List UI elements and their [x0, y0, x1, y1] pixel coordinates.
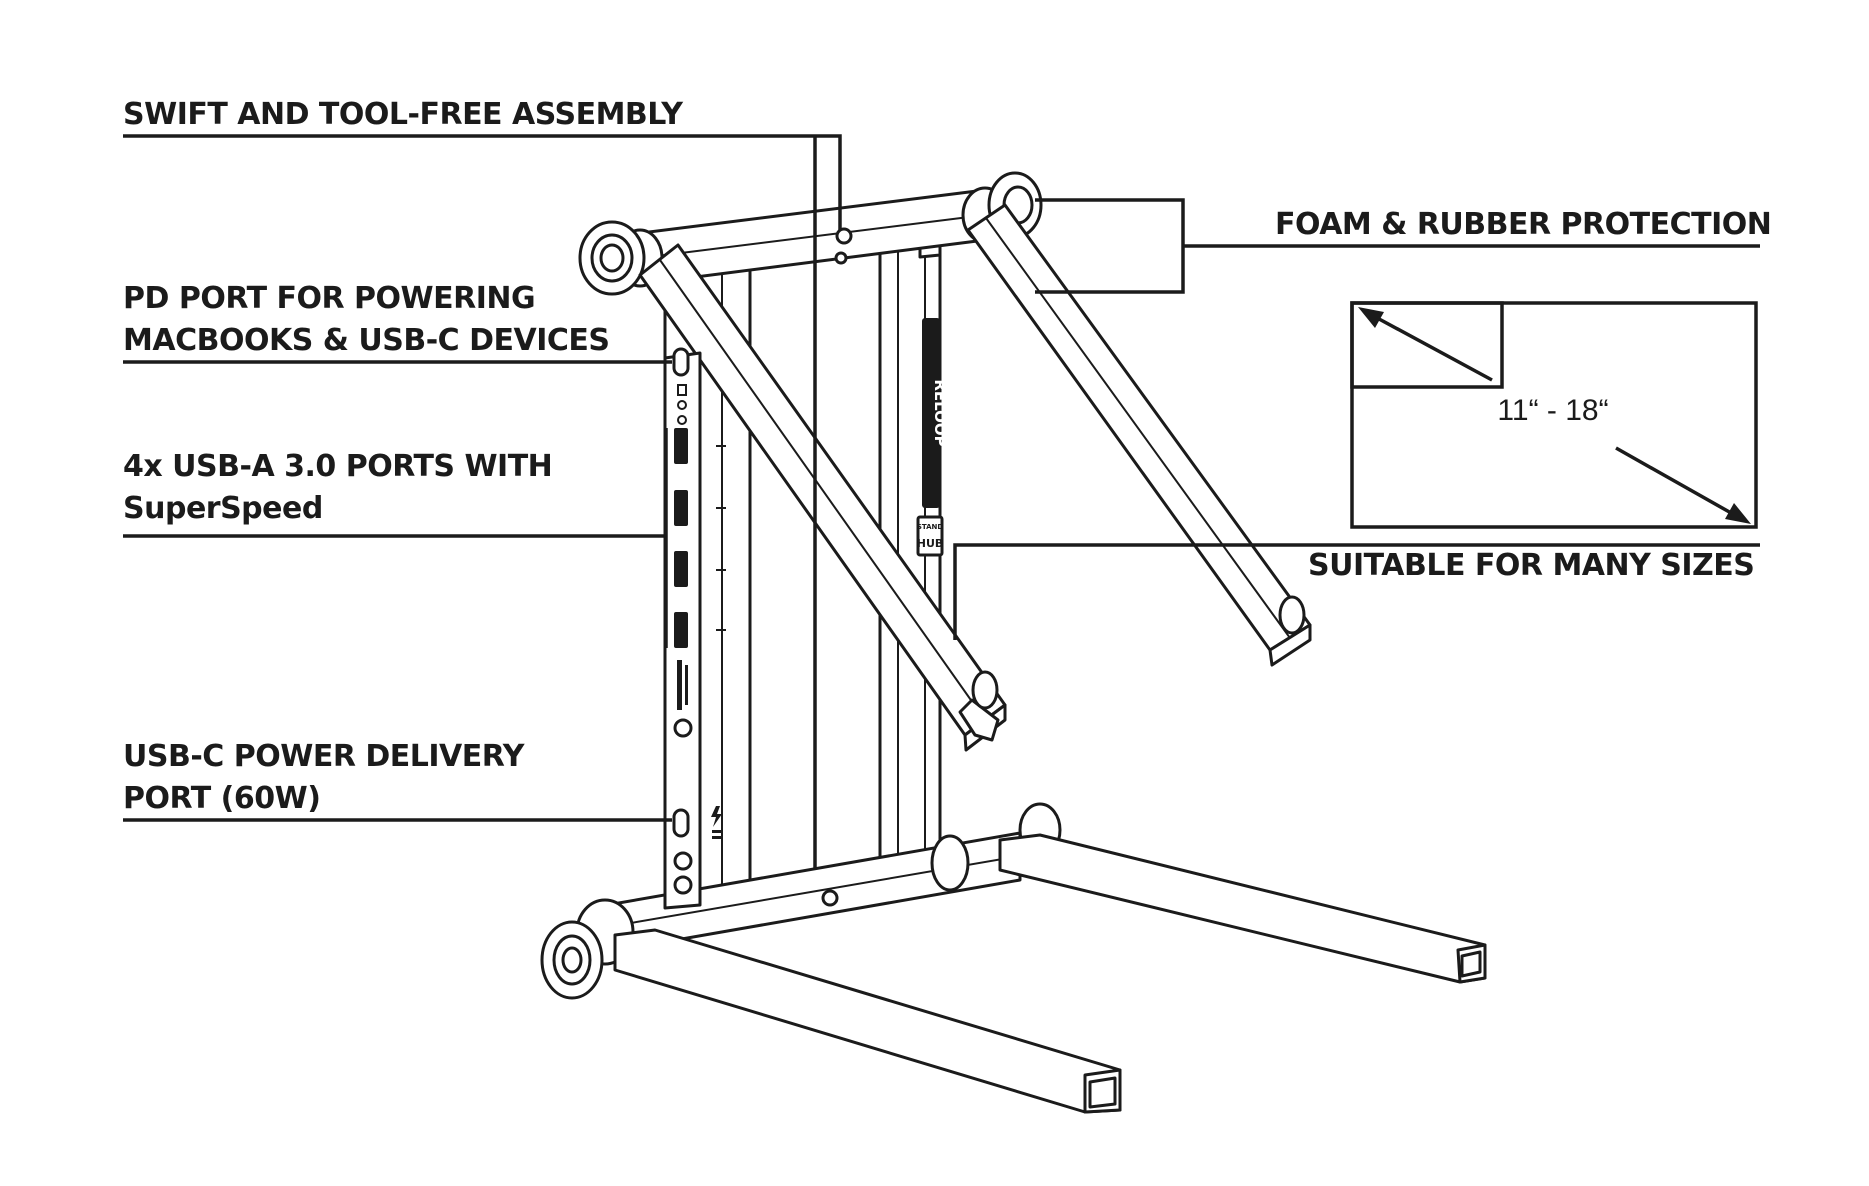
brand-logo-text: RELOOP: [931, 379, 949, 446]
callout-usb-c-pd: USB-C POWER DELIVERY PORT (60W): [123, 736, 524, 820]
callout-assembly-line1: SWIFT AND TOOL-FREE ASSEMBLY: [123, 97, 683, 132]
callout-usb-c-pd-line2: PORT (60W): [123, 781, 321, 816]
screw-icon: [673, 718, 693, 738]
callout-pd-port: PD PORT FOR POWERING MACBOOKS & USB-C DE…: [123, 278, 610, 362]
callout-pd-port-line1: PD PORT FOR POWERING: [123, 281, 536, 316]
leader-sizes: [953, 543, 1760, 640]
screw-icon: [673, 875, 693, 895]
usb-hub-panel: [663, 347, 726, 910]
callout-sizes: SUITABLE FOR MANY SIZES: [1308, 545, 1755, 587]
hub-badge-bottom: HUB: [917, 537, 944, 550]
usb-a-port-4: [674, 612, 688, 648]
pd-port-top: [672, 347, 690, 377]
callout-usb-c-pd-line1: USB-C POWER DELIVERY: [123, 739, 524, 774]
size-indicator: 11“ - 18“: [1350, 301, 1758, 529]
callout-assembly: SWIFT AND TOOL-FREE ASSEMBLY: [123, 94, 683, 136]
leader-lines: [123, 134, 1760, 868]
left-support-arm: [638, 243, 1007, 752]
usb-a-port-3: [674, 551, 688, 587]
callout-usb-a-line2: SuperSpeed: [123, 491, 323, 526]
rear-foot: [998, 833, 1487, 984]
screw-icon: [673, 851, 693, 871]
usb-a-port-2: [674, 490, 688, 526]
laptop-stand-illustration: RELOOP STAND HUB: [540, 171, 1487, 1114]
callout-usb-a-line1: 4x USB-A 3.0 PORTS WITH: [123, 449, 553, 484]
brand-logo: RELOOP: [922, 318, 949, 508]
front-foot: [613, 928, 1122, 1114]
callout-foam: FOAM & RUBBER PROTECTION: [1275, 204, 1772, 246]
usb-a-port-1: [674, 428, 688, 464]
callout-pd-port-line2: MACBOOKS & USB-C DEVICES: [123, 323, 610, 358]
hub-badge: STAND HUB: [916, 515, 944, 557]
usb-symbol-icon: [716, 445, 726, 631]
callout-usb-a: 4x USB-A 3.0 PORTS WITH SuperSpeed: [123, 446, 553, 530]
arrow-up-left-icon: [1358, 307, 1384, 328]
hub-badge-top: STAND: [917, 523, 944, 531]
lightning-icon: [711, 806, 722, 827]
arrow-down-right-icon: [1725, 503, 1751, 524]
callout-foam-line1: FOAM & RUBBER PROTECTION: [1275, 207, 1772, 242]
right-support-arm: [966, 203, 1312, 667]
usb-c-pd-port: [672, 808, 690, 838]
callout-sizes-line1: SUITABLE FOR MANY SIZES: [1308, 548, 1755, 583]
leader-assembly: [123, 134, 842, 230]
size-range-label: 11“ - 18“: [1497, 394, 1608, 427]
